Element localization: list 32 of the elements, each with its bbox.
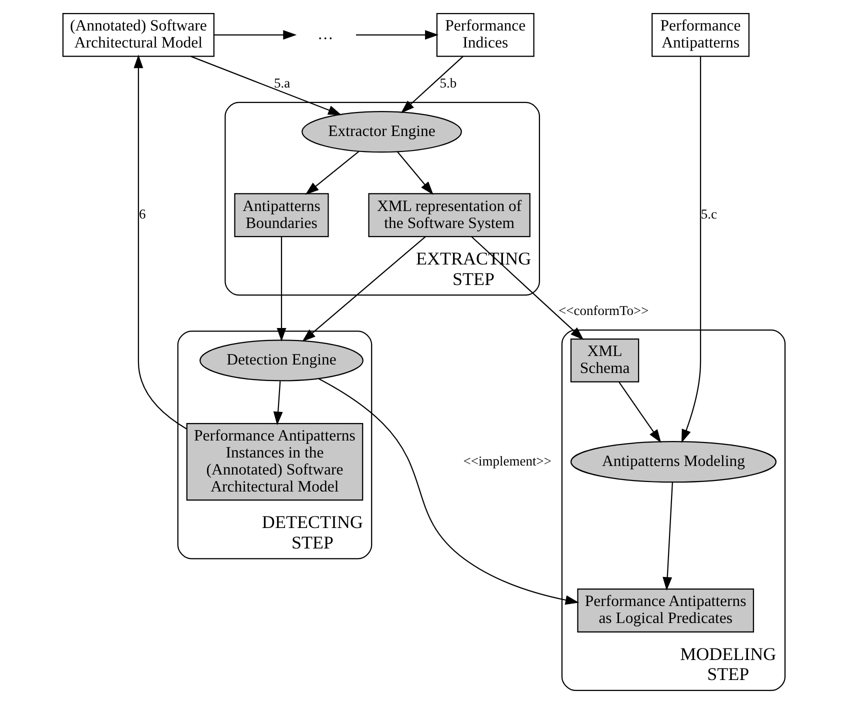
arrow: [662, 482, 673, 590]
arrow: [302, 236, 426, 342]
arrow: [396, 150, 433, 194]
arrow: [190, 55, 342, 115]
edge-label: 5.a: [274, 74, 290, 90]
edge-label: 6: [138, 206, 146, 222]
node-box: Performance Antipatterns: [651, 12, 750, 56]
node-ellipse: Detection Engine: [199, 339, 363, 381]
node-box: Performance Antipatterns as Logical Predicates: [576, 588, 754, 632]
arrow: [356, 30, 438, 40]
node-box: Performance Antipatterns Instances in the (Annotated) Software Architectural Model: [186, 422, 363, 500]
node-box: Performance Indices: [436, 12, 534, 56]
arrow: [133, 54, 186, 429]
node-box: (Annotated) Software Architectural Model: [62, 12, 214, 56]
node-box: XML representation of the Software System: [368, 192, 530, 237]
node-ellipse: Extractor Engine: [301, 110, 462, 152]
node-box: XML Schema: [570, 338, 639, 382]
arrow: [214, 30, 296, 40]
edge-label: <<conformTo>>: [558, 302, 648, 318]
edge-label: 5.b: [439, 74, 456, 90]
arrow: [304, 150, 359, 194]
edge-label: 5.c: [700, 206, 717, 222]
arrow: [680, 56, 701, 442]
edge-label: <<implement>>: [462, 452, 551, 468]
arrow: [272, 380, 282, 425]
arrow: [276, 236, 286, 341]
arrow: [400, 56, 463, 113]
arrow: [618, 381, 661, 442]
arrow: [318, 378, 578, 604]
node-ellipse: Antipatterns Modeling: [570, 440, 776, 482]
node-box: Antipatterns Boundaries: [234, 192, 328, 237]
node-text: …: [317, 26, 333, 43]
